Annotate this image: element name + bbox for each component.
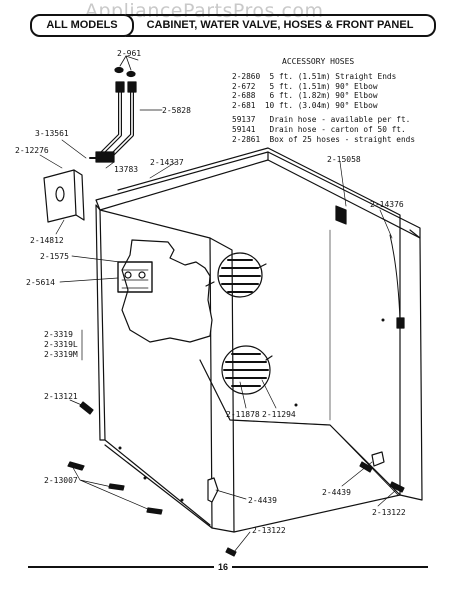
tub-port-upper xyxy=(205,252,267,298)
list-item: 2-688 6 ft. (1.82m) 90° Elbow xyxy=(232,91,378,101)
drain-hose xyxy=(389,234,401,321)
accessory-hoses-title: ACCESSORY HOSES xyxy=(282,57,355,66)
part-label-2-15058: 2-15058 xyxy=(327,155,361,164)
list-item: 2-2860 5 ft. (1.51m) Straight Ends xyxy=(232,72,397,81)
cabinet-front-panel xyxy=(99,209,213,529)
tub-block xyxy=(335,205,347,225)
page-number: 16 xyxy=(214,562,233,572)
fill-hoses xyxy=(98,81,137,157)
list-item: 59137 Drain hose - available per ft. xyxy=(232,115,411,125)
clip xyxy=(207,477,219,503)
part-label-2-12276: 2-12276 xyxy=(15,146,49,155)
hose-washer xyxy=(114,66,124,74)
part-label-2-4439-left: 2-4439 xyxy=(248,496,277,505)
list-item: 2-2861 Box of 25 hoses - straight ends xyxy=(232,134,416,144)
part-label-13783: 13783 xyxy=(114,165,139,174)
part-label-2-14337: 2-14337 xyxy=(150,158,184,167)
part-label-2-14812: 2-14812 xyxy=(30,236,64,245)
part-label-2-3319L: 2-3319L xyxy=(44,340,78,349)
panel-cutout xyxy=(121,239,213,343)
hose-fitting xyxy=(95,151,115,163)
tub-port-lower xyxy=(221,345,273,395)
cabinet-right-panel xyxy=(399,229,423,501)
cabinet-left-panel xyxy=(95,204,106,441)
clip xyxy=(371,451,385,467)
part-label-2-961: 2-961 xyxy=(117,49,142,58)
part-label-2-13122-right: 2-13122 xyxy=(372,508,406,517)
list-item: 59141 Drain hose - carton of 50 ft. xyxy=(232,124,406,134)
header-title: CABINET, WATER VALVE, HOSES & FRONT PANE… xyxy=(126,14,436,37)
accessory-hoses-list: 2-2860 5 ft. (1.51m) Straight Ends 2-672… xyxy=(232,72,415,144)
part-label-2-13121: 2-13121 xyxy=(44,392,78,401)
hose-washer xyxy=(126,70,136,78)
page-header: CABINET, WATER VALVE, HOSES & FRONT PANE… xyxy=(30,12,436,37)
list-item: 2-681 10 ft. (3.04m) 90° Elbow xyxy=(232,100,378,110)
part-label-2-14376: 2-14376 xyxy=(370,200,404,209)
part-label-2-5828: 2-5828 xyxy=(162,106,191,115)
part-label-3-13561: 3-13561 xyxy=(35,129,69,138)
part-label-2-1575: 2-1575 xyxy=(40,252,69,261)
part-label-2-4439-right: 2-4439 xyxy=(322,488,351,497)
screw xyxy=(67,401,405,557)
part-label-2-13007: 2-13007 xyxy=(44,476,78,485)
part-label-2-13122-left: 2-13122 xyxy=(252,526,286,535)
water-valve xyxy=(117,261,153,293)
part-label-2-5614: 2-5614 xyxy=(26,278,55,287)
cabinet-top-flange xyxy=(95,151,421,239)
watermark: AppliancePartsPros.com xyxy=(85,0,324,22)
part-label-2-11294: 2-11294 xyxy=(262,410,296,419)
mounting-bracket xyxy=(43,169,85,223)
part-label-2-11878: 2-11878 xyxy=(226,410,260,419)
header-models-tab: ALL MODELS xyxy=(30,14,134,37)
list-item: 2-672 5 ft. (1.51m) 90° Elbow xyxy=(232,81,378,91)
part-label-2-3319M: 2-3319M xyxy=(44,350,78,359)
part-label-2-3319: 2-3319 xyxy=(44,330,73,339)
